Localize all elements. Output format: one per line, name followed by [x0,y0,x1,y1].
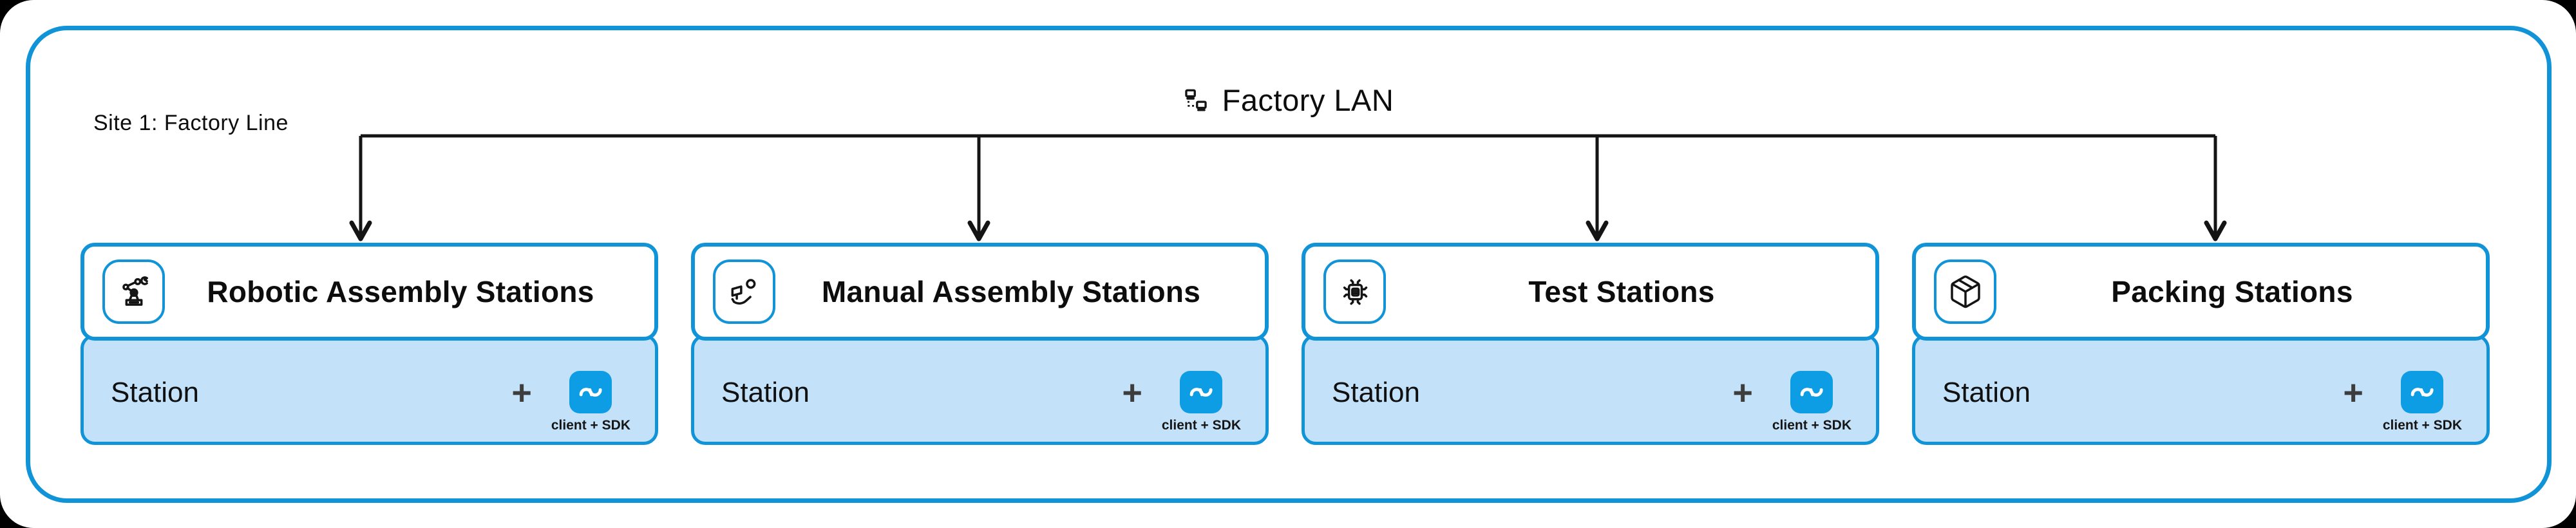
icon-chip [102,259,165,324]
station-label: Station [1942,377,2031,408]
wave-logo-icon [1180,370,1223,413]
client-sdk-badge: client + SDK [1772,370,1852,433]
station-row: Station + client + SDK [1302,334,1879,445]
plus-sign: + [2343,373,2363,412]
badge-caption: client + SDK [551,417,630,433]
station-row: Station + client + SDK [691,334,1269,445]
chip-test-icon [1337,274,1373,310]
plus-sign: + [511,373,532,412]
card-title: Manual Assembly Stations [821,275,1201,308]
robot-arm-icon [116,274,152,310]
card-robotic-assembly: Robotic Assembly Stations Station + cli [80,243,658,445]
icon-chip [1323,259,1386,324]
card-title: Packing Stations [2111,275,2353,308]
card-title: Test Stations [1528,275,1715,308]
card-test-stations: Test Stations Station + client + SDK [1302,243,1879,445]
factory-lan-title: Factory LAN [1182,82,1394,118]
plus-sign: + [1122,373,1142,412]
plus-sign: + [1732,373,1753,412]
card-manual-assembly: Manual Assembly Stations Station + clie [691,243,1269,445]
station-label: Station [111,377,199,408]
site-boundary-frame [26,26,2552,503]
client-sdk-badge: client + SDK [551,370,630,433]
card-header: Packing Stations [1912,243,2490,341]
station-row: Station + client + SDK [1912,334,2490,445]
card-title: Robotic Assembly Stations [207,275,594,308]
badge-caption: client + SDK [2382,417,2462,433]
card-header: Robotic Assembly Stations [80,243,658,341]
station-row: Station + client + SDK [80,334,658,445]
icon-chip [713,259,775,324]
card-header: Manual Assembly Stations [691,243,1269,341]
package-icon [1947,274,1984,310]
station-cards-row: Robotic Assembly Stations Station + cli [80,243,2490,445]
factory-lan-label: Factory LAN [1222,83,1394,117]
wave-logo-icon [569,370,612,413]
lan-nodes-icon [1182,87,1209,114]
site-label: Site 1: Factory Line [93,111,289,135]
badge-caption: client + SDK [1161,417,1241,433]
hand-assembly-icon [726,274,762,310]
client-sdk-badge: client + SDK [1161,370,1241,433]
badge-caption: client + SDK [1772,417,1852,433]
card-packing-stations: Packing Stations Station + client + SDK [1912,243,2490,445]
station-label: Station [1332,377,1420,408]
wave-logo-icon [2401,370,2444,413]
wave-logo-icon [1790,370,1833,413]
card-header: Test Stations [1302,243,1879,341]
station-label: Station [721,377,810,408]
icon-chip [1934,259,1996,324]
client-sdk-badge: client + SDK [2382,370,2462,433]
